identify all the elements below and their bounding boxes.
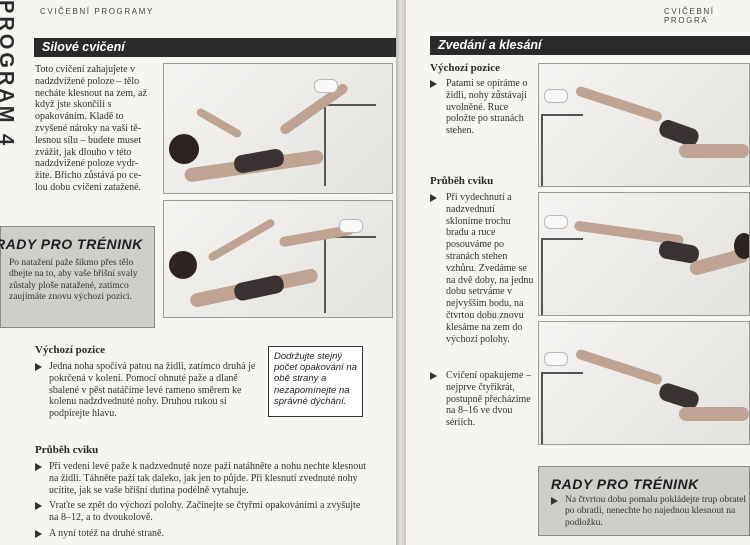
bullet-arrow-icon [35,463,42,471]
left-course-item-1: Při vedení levé paže k nadzvednuté noze … [35,461,370,496]
exercise-photo-5 [538,321,750,445]
tip-title: RADY PRO TRÉNINK [0,236,143,252]
exercise-photo-4 [538,192,750,316]
right-course-item-1: Při vydechnutí a nadzvednutí skloníme tr… [430,192,534,345]
figure-shoe [544,352,568,366]
chair [541,238,583,315]
exercise-photo-1 [163,63,393,194]
figure-arm [207,217,276,263]
left-course-item-2: Vraťte se zpět do výchozí polohy. Začíne… [35,500,370,524]
tip-title: RADY PRO TRÉNINK [551,476,699,492]
right-title-banner: Zvedání a klesání [430,36,750,55]
figure-head [734,233,749,259]
left-page: PROGRAM 4 CVIČEBNÍ PROGRAMY Silové cviče… [0,0,396,545]
right-page: CVIČEBNÍ PROGRA Zvedání a klesání Výchoz… [406,0,750,545]
figure-torso [679,407,749,421]
figure-shoe [339,219,363,233]
left-page-header: CVIČEBNÍ PROGRAMY [40,7,154,16]
left-intro-text: Toto cvičení zahajujete v nadzdvižené po… [35,64,147,193]
chair [324,236,376,313]
exercise-photo-3 [538,63,750,187]
left-page-title: Silové cvičení [42,40,125,54]
left-course-heading: Průběh cviku [35,444,99,456]
right-course-heading: Průběh cviku [430,175,494,187]
left-start-item: Jedna noha spočívá patou na židli, zatím… [35,361,260,420]
bullet-arrow-icon [551,497,558,505]
left-title-banner: Silové cvičení [34,38,396,57]
right-page-title: Zvedání a klesání [438,38,542,52]
bullet-arrow-icon [430,80,437,88]
spine-text: PROGRAM 4 [0,0,17,149]
training-tip-box-right: RADY PRO TRÉNINK Na čtvrtou dobu pomalu … [538,466,750,536]
figure-torso [679,144,749,158]
chair [324,104,376,186]
figure-leg [574,85,664,123]
right-start-item: Patami se opíráme o židli, nohy zůstávaj… [430,78,534,137]
figure-shoe [314,79,338,93]
book-gutter [396,0,406,545]
bullet-arrow-icon [35,530,42,538]
right-page-header: CVIČEBNÍ PROGRA [664,7,715,25]
figure-shoe [544,215,568,229]
right-start-heading: Výchozí pozice [430,62,500,74]
chair [541,372,583,444]
bullet-arrow-icon [35,502,42,510]
training-tip-box-left: RADY PRO TRÉNINK Po natažení paže šikmo … [0,226,155,328]
chair [541,114,583,186]
bullet-arrow-icon [430,194,437,202]
right-course-item-2: Cvičení opakujeme – nejprve čtyřikrát, p… [430,370,534,429]
figure-shoe [544,89,568,103]
note-box: Dodržujte stejný počet opakování na obě … [268,346,363,417]
left-start-heading: Výchozí pozice [35,344,105,356]
figure-head [169,251,197,279]
bullet-arrow-icon [430,372,437,380]
figure-leg [574,348,664,386]
figure-shorts [232,273,286,303]
figure-head [169,134,199,164]
tip-text: Po natažení paže šikmo přes tělo dbejte … [9,258,138,302]
exercise-photo-2 [163,200,393,318]
figure-arm [195,107,243,139]
left-course-item-3: A nyní totéž na druhé straně. [35,528,370,540]
right-tip-item: Na čtvrtou dobu pomalu pokládejte trup o… [551,495,747,529]
bullet-arrow-icon [35,363,42,371]
